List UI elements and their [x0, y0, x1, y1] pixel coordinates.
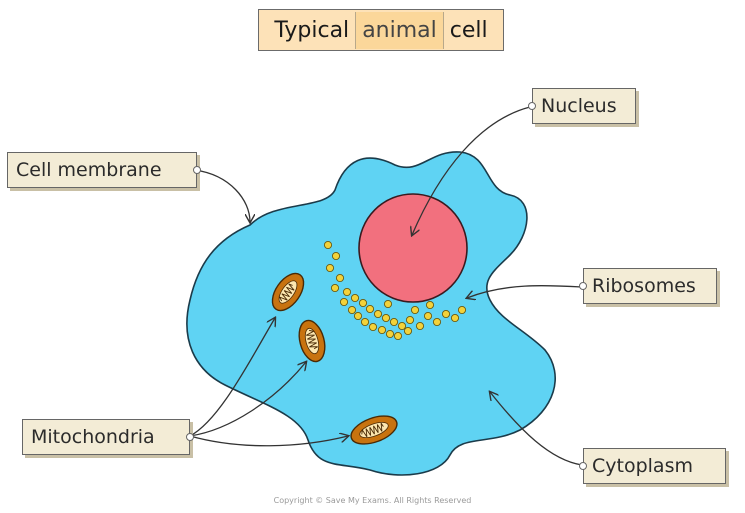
pin-icon — [528, 102, 536, 110]
arrow-mitochondria-2 — [189, 362, 306, 437]
ribosome-dot — [350, 293, 360, 303]
pin-icon — [186, 433, 194, 441]
ribosome-dot — [450, 313, 460, 323]
label-ribosomes: Ribosomes — [579, 268, 717, 304]
mitochondrion-3 — [350, 415, 398, 445]
label-cell-membrane-text: Cell membrane — [16, 159, 162, 181]
label-cytoplasm-text: Cytoplasm — [592, 455, 693, 477]
ribosomes — [323, 240, 467, 341]
ribosome-dot — [360, 317, 370, 327]
nucleus — [358, 193, 468, 303]
arrow-nucleus — [412, 106, 531, 235]
label-mitochondria: Mitochondria — [22, 419, 194, 455]
ribosome-dot — [342, 287, 352, 297]
arrow-cell-membrane — [194, 169, 250, 222]
label-mitochondria-text: Mitochondria — [31, 426, 155, 448]
ribosome-dot — [383, 299, 393, 309]
arrow-cytoplasm — [490, 392, 583, 466]
ribosome-dot — [330, 283, 340, 293]
ribosome-dot — [441, 309, 451, 319]
ribosome-dot — [457, 305, 467, 315]
mitochondrion-1 — [271, 272, 305, 312]
ribosome-dot — [339, 297, 349, 307]
ribosome-dot — [423, 311, 433, 321]
ribosome-dot — [365, 304, 375, 314]
label-nucleus-text: Nucleus — [541, 95, 617, 117]
ribosome-dot — [385, 329, 395, 339]
ribosome-dot — [389, 317, 399, 327]
ribosome-dot — [405, 315, 415, 325]
title-text-before: Typical — [274, 17, 350, 43]
label-nucleus: Nucleus — [528, 88, 636, 124]
ribosome-dot — [347, 305, 357, 315]
title-text-highlight: animal — [355, 11, 444, 49]
arrow-ribosomes — [467, 284, 583, 298]
ribosome-dot — [415, 321, 425, 331]
diagram-title: Typical animal cell — [258, 9, 504, 51]
arrow-mitochondria-1 — [189, 318, 275, 437]
label-ribosomes-text: Ribosomes — [592, 275, 696, 297]
ribosome-dot — [323, 240, 333, 250]
ribosome-dot — [353, 311, 363, 321]
ribosome-dot — [393, 331, 403, 341]
label-cell-membrane: Cell membrane — [7, 152, 201, 188]
ribosome-dot — [377, 325, 387, 335]
ribosome-dot — [381, 313, 391, 323]
ribosome-dot — [410, 305, 420, 315]
pin-icon — [193, 166, 201, 174]
ribosome-dot — [368, 322, 378, 332]
label-cytoplasm: Cytoplasm — [579, 448, 726, 484]
ribosome-dot — [432, 317, 442, 327]
title-text-after: cell — [449, 17, 488, 43]
ribosome-dot — [325, 263, 335, 273]
ribosome-dot — [403, 326, 413, 336]
pin-icon — [579, 462, 587, 470]
ribosome-dot — [331, 251, 341, 261]
arrow-mitochondria-3 — [189, 436, 348, 447]
ribosome-dot — [373, 309, 383, 319]
ribosome-dot — [335, 273, 345, 283]
ribosome-dot — [358, 298, 368, 308]
ribosome-dot — [397, 321, 407, 331]
pin-icon — [579, 282, 587, 290]
copyright-notice: Copyright © Save My Exams. All Rights Re… — [273, 496, 472, 505]
mitochondrion-2 — [298, 319, 326, 363]
ribosome-dot — [425, 300, 435, 310]
